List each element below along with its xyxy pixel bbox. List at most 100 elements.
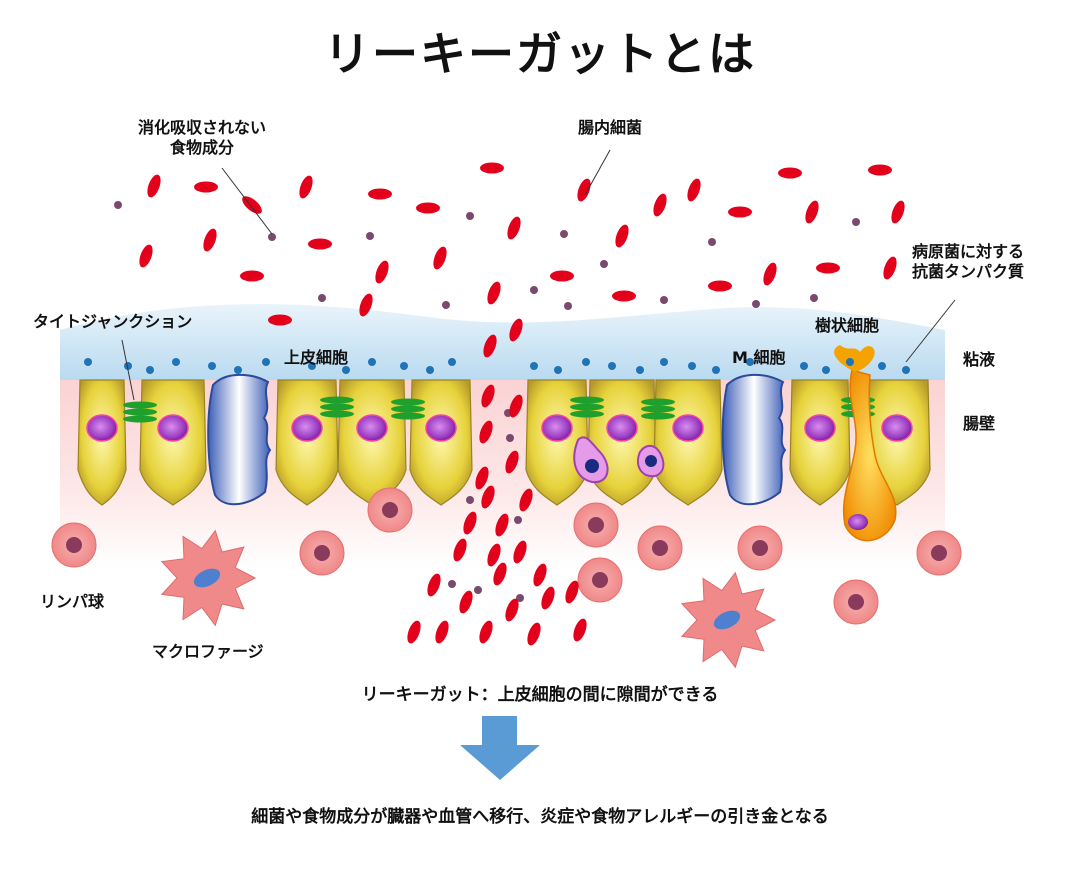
- epithelial-cell: [139, 379, 207, 506]
- food-particle: [466, 212, 474, 220]
- tight-junction-strand: [320, 410, 354, 418]
- mucus-dot: [84, 358, 92, 366]
- mucus-dot: [262, 358, 270, 366]
- epithelial-cell: [77, 379, 127, 506]
- label-epithelial-cell: 上皮細胞: [284, 348, 349, 367]
- food-particles: [114, 201, 860, 602]
- bacterium: [416, 202, 440, 214]
- food-particle: [530, 286, 538, 294]
- mucus-dot: [636, 366, 644, 374]
- food-particle: [448, 580, 456, 588]
- tight-junction-strand: [123, 415, 157, 423]
- bacterium: [475, 466, 489, 490]
- bacterium: [505, 450, 519, 474]
- bacterium: [653, 193, 667, 217]
- lymphocytes: [51, 487, 962, 625]
- bacterium: [577, 178, 591, 202]
- bacterium: [708, 280, 732, 292]
- epithelial-cell: [275, 379, 339, 506]
- bacterium: [891, 200, 905, 224]
- food-particle: [514, 516, 522, 524]
- mucus-dot: [530, 362, 538, 370]
- bacterium: [459, 590, 473, 614]
- tight-junction-strand: [570, 396, 604, 404]
- leader-lines: [121, 149, 956, 401]
- bacterium: [509, 318, 523, 342]
- mucus-dot: [342, 366, 350, 374]
- food-particle: [660, 296, 668, 304]
- mucus-dot: [746, 358, 754, 366]
- bacterium: [435, 620, 449, 644]
- bacterium: [427, 573, 441, 597]
- bacterium: [240, 270, 264, 282]
- bacterium: [481, 384, 495, 408]
- bacterium: [615, 224, 629, 248]
- bacterium: [368, 188, 392, 200]
- bacterium: [453, 538, 467, 562]
- tight-junction-strand: [391, 398, 425, 406]
- bacterium: [519, 488, 533, 512]
- food-particle: [564, 302, 572, 310]
- food-particle: [752, 300, 760, 308]
- cell-nucleus: [157, 414, 189, 442]
- bacterium: [268, 314, 292, 326]
- mucus-dot: [800, 362, 808, 370]
- bacterium: [612, 290, 636, 302]
- bacterium: [375, 260, 389, 284]
- lymphocyte-nucleus: [588, 517, 604, 533]
- label-undigested-food: 消化吸収されない 食物成分: [138, 118, 267, 157]
- mucus-dot: [688, 362, 696, 370]
- mucus-dot: [400, 362, 408, 370]
- bacterium: [687, 178, 701, 202]
- label-antimicrobial-protein: 病原菌に対する 抗菌タンパク質: [912, 242, 1025, 281]
- conclusion: 細菌や食物成分が臓器や血管へ移行、炎症や食物アレルギーの引き金となる: [251, 807, 829, 827]
- mucus-dot: [846, 358, 854, 366]
- bacterium: [541, 586, 555, 610]
- cell-nucleus: [672, 414, 704, 442]
- tight-junction-strand: [123, 408, 157, 416]
- label-tight-junction: タイトジャンクション: [33, 312, 193, 331]
- mucus-dot: [660, 358, 668, 366]
- cell-nucleus: [356, 414, 388, 442]
- bacterium: [805, 200, 819, 224]
- bacterium: [883, 256, 897, 280]
- mucus-dot: [608, 362, 616, 370]
- cell-nucleus: [291, 414, 323, 442]
- bacterium: [299, 175, 313, 199]
- bacteria: [139, 162, 905, 646]
- lymphocyte-nucleus: [752, 540, 768, 556]
- mucus-dot: [368, 358, 376, 366]
- food-particle: [560, 230, 568, 238]
- bacterium: [203, 228, 217, 252]
- mucus-dot: [554, 366, 562, 374]
- bacterium: [513, 540, 527, 564]
- cell-nucleus: [425, 414, 457, 442]
- food-particle: [852, 218, 860, 226]
- bacterium: [487, 543, 501, 567]
- epithelial-cell: [789, 379, 851, 506]
- bacterium: [481, 485, 495, 509]
- bacterium: [463, 511, 477, 535]
- macrophage-nucleus: [193, 568, 221, 588]
- food-particle: [600, 260, 608, 268]
- lymphocyte-nucleus: [652, 540, 668, 556]
- mucus-dot: [582, 358, 590, 366]
- food-particle: [466, 496, 474, 504]
- label-dendritic-cell: 樹状細胞: [815, 316, 880, 335]
- label-lymphocyte: リンパ球: [40, 592, 105, 611]
- bacterium: [763, 262, 777, 286]
- mucus-dot: [308, 362, 316, 370]
- bacterium: [816, 262, 840, 274]
- antimicrobial-protein-dots: [84, 358, 910, 374]
- tight-junction-strand: [123, 401, 157, 409]
- bacterium: [407, 620, 421, 644]
- food-particle: [442, 301, 450, 309]
- bacterium: [533, 563, 547, 587]
- bacterium: [479, 420, 493, 444]
- food-particle: [474, 586, 482, 594]
- mucus-dot: [448, 358, 456, 366]
- mucus-dot: [822, 366, 830, 374]
- mucus-dot: [124, 362, 132, 370]
- bacterium: [527, 622, 541, 646]
